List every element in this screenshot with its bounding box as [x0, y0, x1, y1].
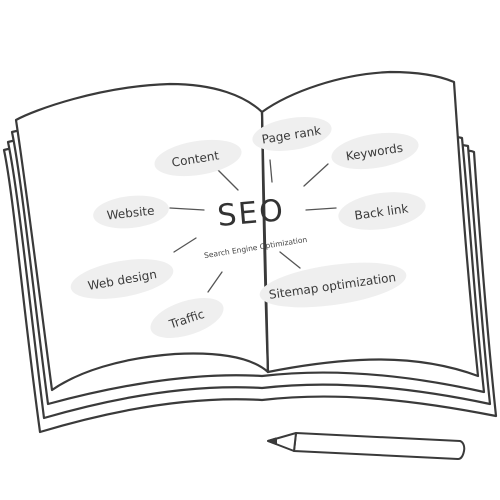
connector-back-link	[305, 207, 337, 211]
connector-page-rank	[269, 159, 273, 183]
bubble-back-link	[338, 192, 426, 230]
bubble-web-design	[70, 259, 174, 299]
bubble-keywords	[331, 132, 419, 170]
book-left-page	[14, 82, 270, 392]
connector-keywords	[303, 163, 329, 187]
connector-website	[169, 207, 205, 211]
bubble-page-rank	[252, 117, 332, 151]
pencil-tip-wood	[267, 432, 297, 452]
topic-bubbles	[70, 117, 426, 338]
topic-label-website: Website	[106, 204, 155, 223]
connector-traffic	[207, 271, 223, 293]
connector-web-design	[173, 237, 197, 253]
bubble-website	[93, 195, 169, 229]
bubble-sitemap	[259, 262, 407, 308]
pencil-body	[293, 432, 466, 460]
mind-map-connectors	[169, 159, 337, 293]
bubble-content	[154, 139, 242, 177]
seo-title: SEO	[216, 193, 286, 234]
pencil-icon	[267, 432, 466, 460]
pencil-lead	[267, 437, 277, 445]
connector-sitemap	[279, 251, 301, 269]
bubble-traffic	[150, 298, 224, 338]
connector-content	[217, 169, 239, 191]
